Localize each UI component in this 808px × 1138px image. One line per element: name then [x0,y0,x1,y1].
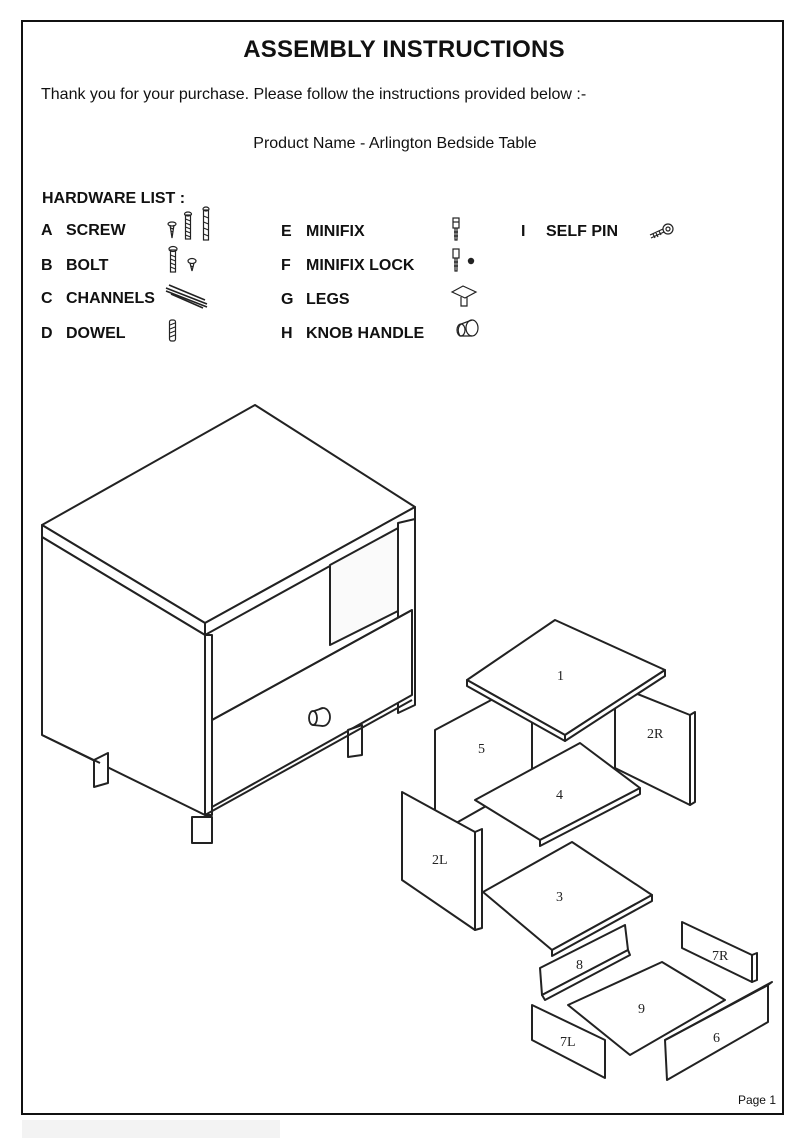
hardware-letter: C [41,290,53,307]
table-leg [93,752,109,788]
hardware-letter: F [281,257,291,274]
hardware-name: LEGS [306,291,350,308]
hardware-item-g: G LEGS [281,291,350,309]
drawer-part-9 [567,961,726,1056]
hardware-name: BOLT [66,257,109,274]
hardware-item-i: I SELF PIN [521,223,618,241]
part-label-9: 9 [638,1002,645,1017]
page-border [21,20,784,1115]
exploded-parts-illustration: 1 2R 5 4 2L 3 8 7R 9 7L 6 [401,619,773,1081]
hardware-item-h: H KNOB HANDLE [281,325,424,343]
hardware-letter: D [41,325,53,342]
hardware-name: MINIFIX [306,223,365,240]
minifix-lock-icon [452,248,475,272]
hardware-item-c: C CHANNELS [41,290,155,308]
assembled-table-illustration [41,404,416,844]
hardware-letter: E [281,223,292,240]
page-number: Page 1 [737,1093,776,1107]
scan-artifact-strip [22,1120,280,1138]
hardware-letter: G [281,291,294,308]
bolt-icon [168,245,197,273]
hardware-name: DOWEL [66,325,126,342]
knob-handle-icon [456,319,479,337]
channels-icon [165,284,208,309]
hardware-item-b: B BOLT [41,257,108,275]
hardware-name: CHANNELS [66,290,155,307]
intro-text: Thank you for your purchase. Please foll… [41,86,587,103]
drawer-part-7l [531,1004,606,1079]
drawer-front [211,609,413,808]
dowel-icon [168,319,177,342]
part-label-7l: 7L [560,1035,576,1050]
hardware-item-d: D DOWEL [41,325,126,343]
part-label-1: 1 [557,669,564,684]
hardware-name: MINIFIX LOCK [306,257,415,274]
part-label-4: 4 [556,788,563,803]
part-label-2r: 2R [647,727,664,742]
legs-icon [450,285,478,307]
part-label-5: 5 [478,742,485,757]
hardware-letter: H [281,325,293,342]
knob-handle [308,707,331,727]
part-label-2l: 2L [432,853,448,868]
page-title: ASSEMBLY INSTRUCTIONS [243,36,565,63]
screw-icon [167,206,210,241]
self-pin-icon [649,223,674,239]
hardware-letter: B [41,257,53,274]
hardware-name: SELF PIN [546,223,619,240]
hardware-name: KNOB HANDLE [306,325,425,342]
part-label-3: 3 [556,890,563,905]
part-label-6: 6 [713,1031,720,1046]
part-label-8: 8 [576,958,583,973]
hardware-name: SCREW [66,222,126,239]
minifix-icon [452,217,460,241]
part-label-7r: 7R [712,949,729,964]
product-name: Product Name - Arlington Bedside Table [253,135,537,152]
hardware-letter: A [41,222,53,239]
hardware-letter: I [521,223,526,240]
table-leg [191,816,213,844]
hardware-list-title: HARDWARE LIST : [42,190,186,207]
hardware-item-f: F MINIFIX LOCK [281,257,414,275]
hardware-item-e: E MINIFIX [281,223,365,241]
hardware-item-a: A SCREW [41,222,126,240]
part-labels: 1 2R 5 4 2L 3 8 7R 9 7L 6 [432,669,729,1050]
